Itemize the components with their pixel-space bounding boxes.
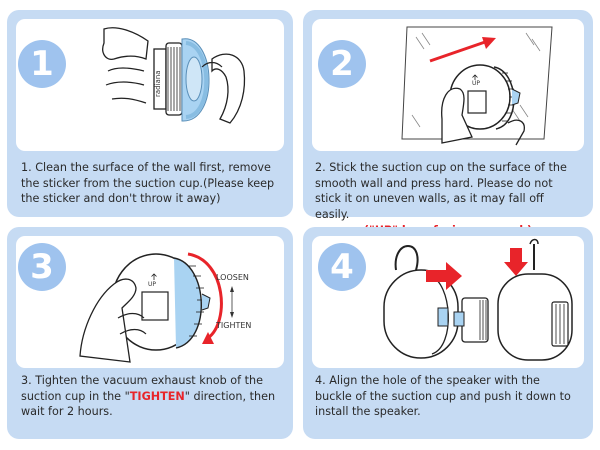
loosen-label: LOOSEN	[216, 273, 249, 282]
step-2-badge: 2	[318, 40, 366, 88]
step-3-text-after: " direction, then wait for 2 hours.	[21, 389, 276, 419]
tighten-label: TIGHTEN	[215, 321, 251, 330]
tighten-knob-drawing: UP LOOSEN TIGHTEN	[79, 252, 251, 363]
step-3-illustration: UP LOOSEN TIGHTEN	[16, 236, 284, 368]
step-3-caption: 3. Tighten the vacuum exhaust knob of th…	[21, 373, 285, 420]
up-mark-3: UP	[148, 281, 156, 288]
step-2-illustration: UP	[312, 19, 584, 151]
step-1-caption: 1. Clean the surface of the wall first, …	[21, 161, 275, 205]
step-1-badge: 1	[18, 40, 66, 88]
stick-cup-drawing: UP	[401, 26, 553, 146]
step-1-panel: radiana 1. Clean the surface of the wall…	[7, 10, 293, 217]
step-2-caption: 2. Stick the suction cup on the surface …	[315, 160, 581, 239]
step-4-caption: 4. Align the hole of the speaker with th…	[315, 374, 571, 418]
step-1-illustration: radiana	[16, 19, 284, 151]
step-3-text-before: 3. Tighten the vacuum exhaust knob of th…	[21, 374, 264, 403]
step-2-text: 2. Stick the suction cup on the surface …	[315, 161, 567, 221]
clean-cup-drawing: radiana	[102, 27, 246, 124]
install-speaker-drawing	[383, 238, 573, 361]
step-4-illustration	[312, 236, 584, 368]
brand-mark: radiana	[154, 70, 162, 97]
up-mark: UP	[472, 80, 480, 87]
step-3-highlight: TIGHTEN	[129, 389, 185, 403]
step-3-badge: 3	[18, 243, 66, 291]
step-4-badge: 4	[318, 243, 366, 291]
